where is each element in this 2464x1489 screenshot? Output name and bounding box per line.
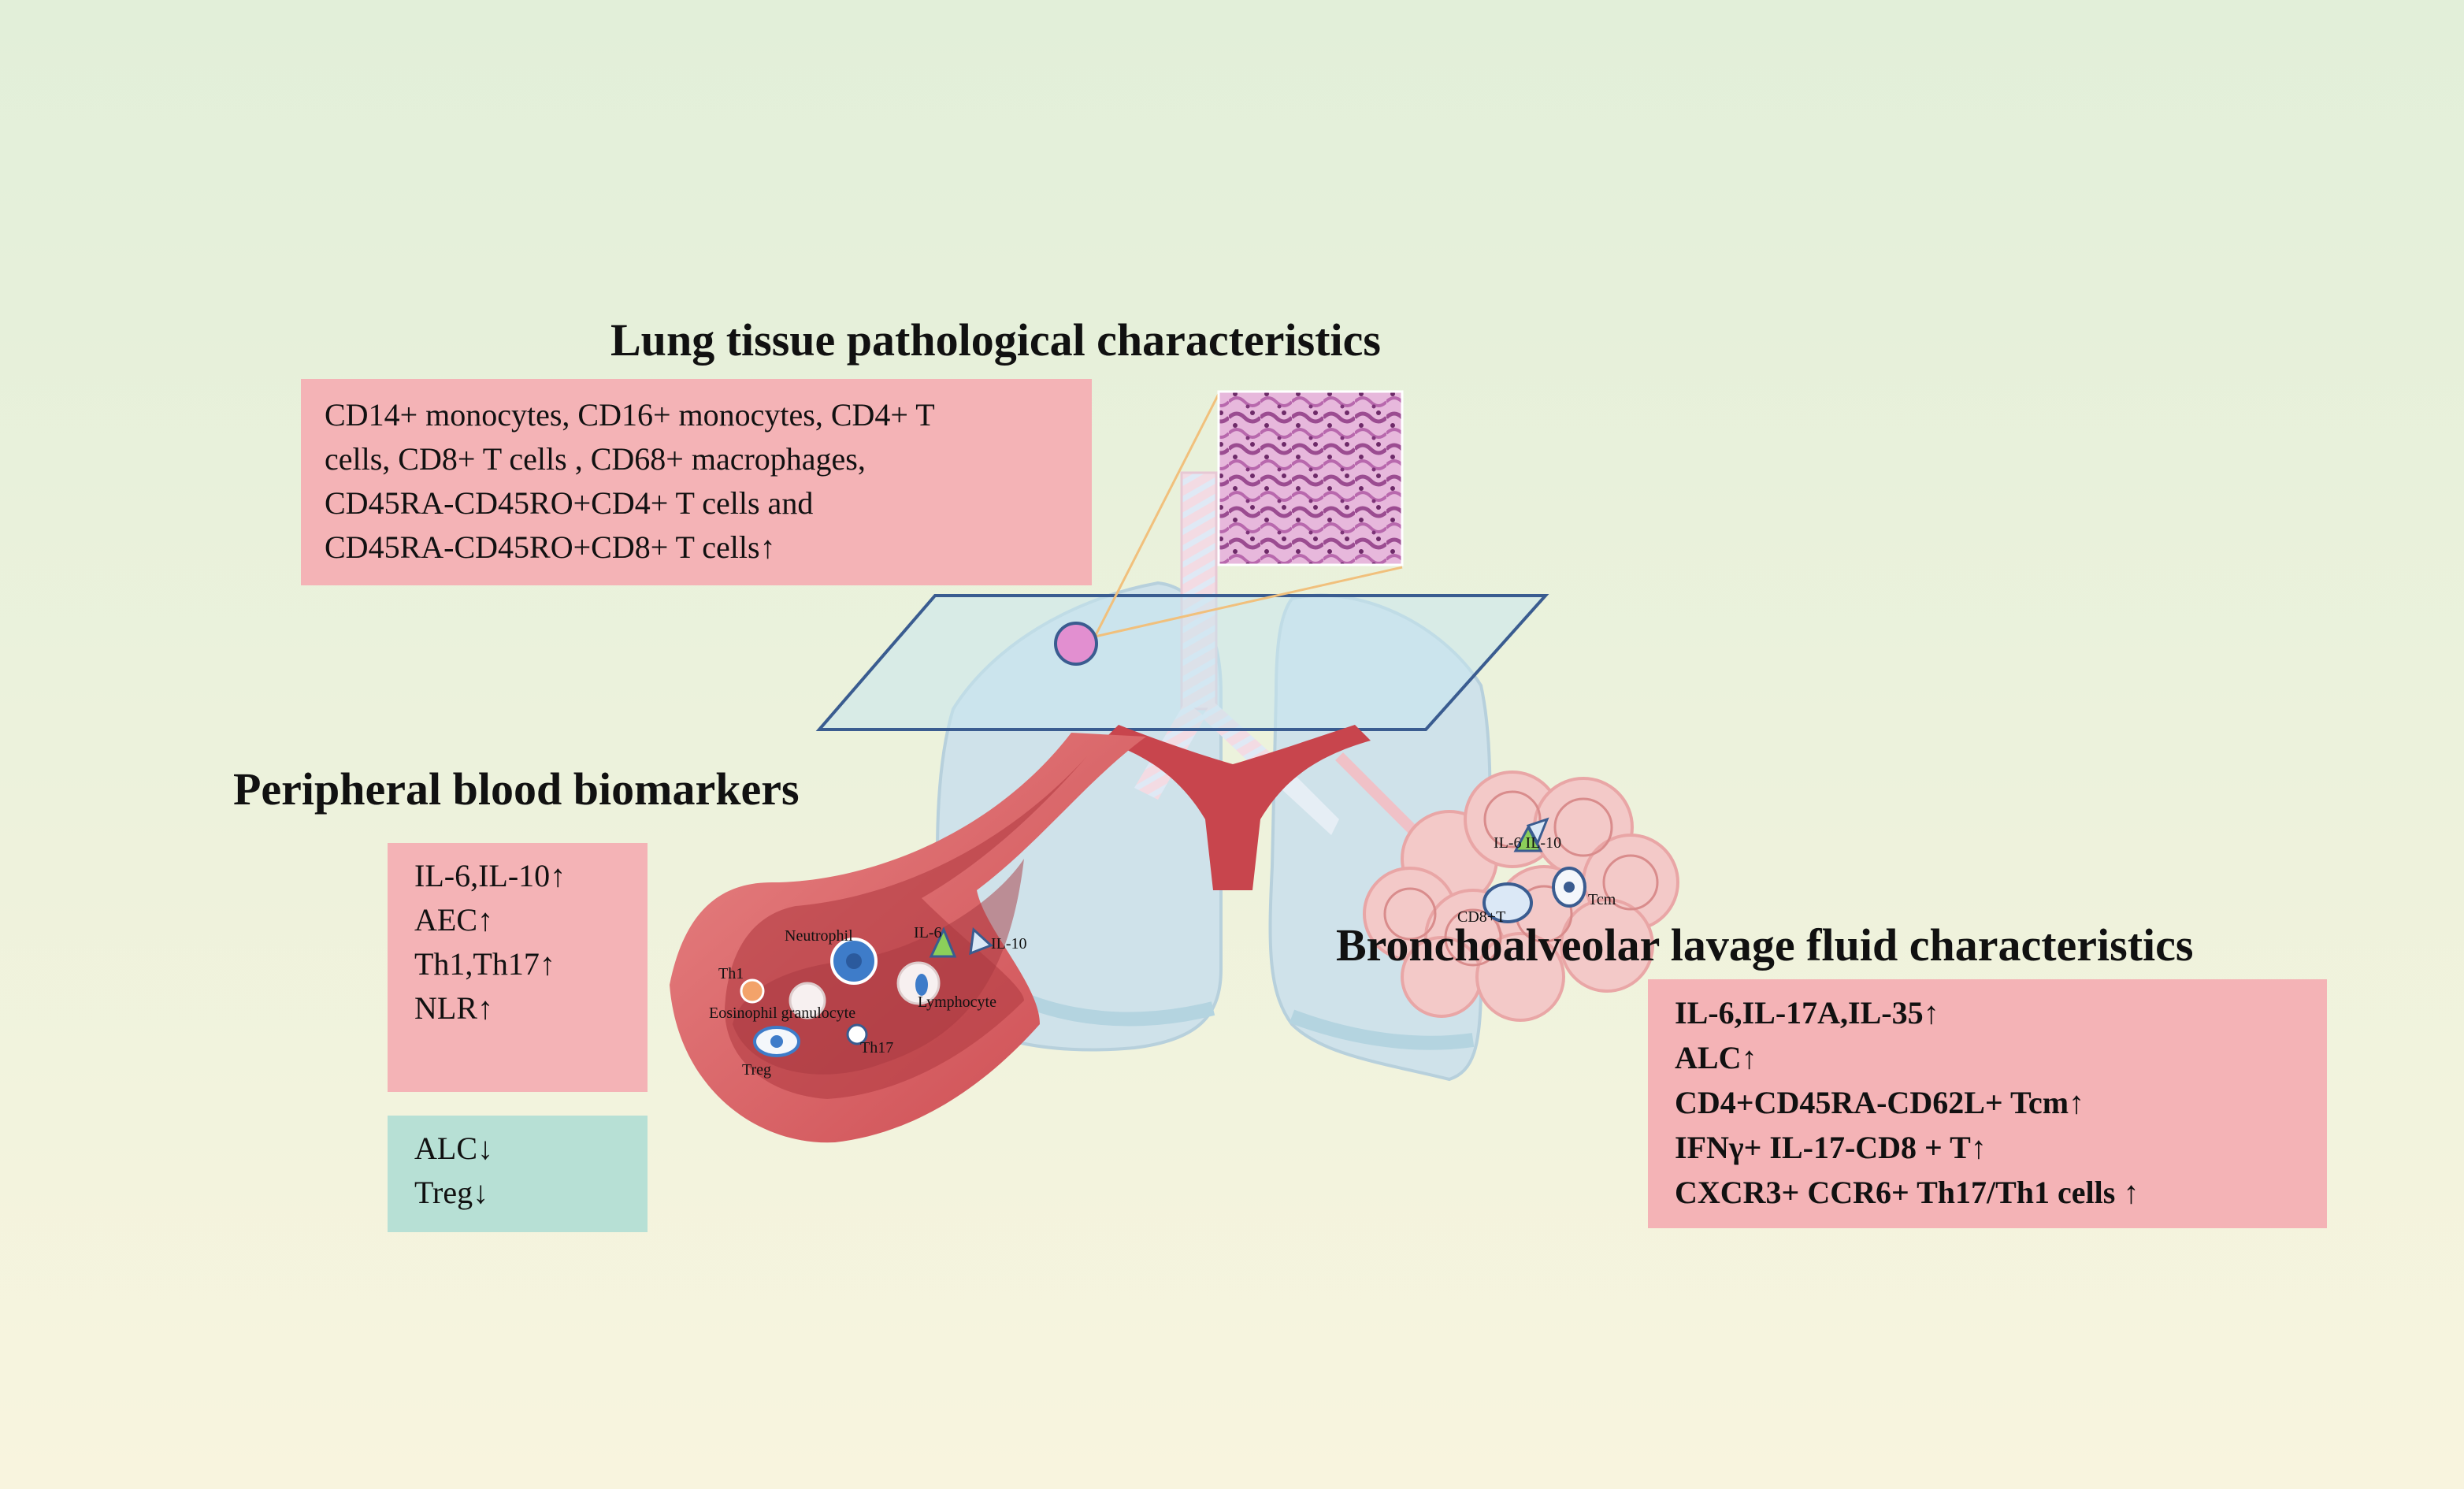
lung-tissue-line: CD45RA-CD45RO+CD4+ T cells and (325, 485, 814, 521)
th1-label: Th1 (718, 965, 744, 982)
blood-decreased-line: ALC↓ (414, 1131, 493, 1166)
blood-increased-line: NLR↑ (414, 990, 493, 1026)
th17-label: Th17 (860, 1039, 893, 1056)
lung-tissue-box: CD14+ monocytes, CD16+ monocytes, CD4+ T… (301, 379, 1092, 585)
blood-increased-line: AEC↑ (414, 902, 493, 938)
histology-image (1217, 390, 1404, 566)
blood-increased-line: IL-6,IL-10↑ (414, 858, 566, 893)
section-plane (815, 393, 1549, 731)
il6-label: IL-6 (914, 924, 942, 941)
balf-line: ALC↑ (1675, 1040, 1757, 1075)
eosinophil-label: Eosinophil granulocyte (709, 1004, 855, 1022)
peripheral-blood-increased-box: IL-6,IL-10↑ AEC↑ Th1,Th17↑ NLR↑ (388, 843, 648, 1092)
lung-tissue-line: cells, CD8+ T cells , CD68+ macrophages, (325, 441, 866, 477)
blood-vessel-icon (670, 733, 1146, 1143)
balf-title: Bronchoalveolar lavage fluid characteris… (1336, 919, 2194, 971)
alveoli-icon (1335, 752, 1679, 1022)
peripheral-blood-decreased-box: ALC↓ Treg↓ (388, 1116, 648, 1232)
lung-tissue-line: CD45RA-CD45RO+CD8+ T cells↑ (325, 529, 776, 565)
neutrophil-label: Neutrophil (785, 927, 853, 945)
il6-il10-alveoli-label: IL-6 IL-10 (1494, 834, 1561, 852)
il10-label: IL-10 (991, 935, 1027, 952)
balf-box: IL-6,IL-17A,IL-35↑ ALC↑ CD4+CD45RA-CD62L… (1648, 979, 2327, 1228)
tcm-label: Tcm (1588, 891, 1616, 908)
lymphocyte-label: Lymphocyte (918, 993, 996, 1011)
balf-line: IFNγ+ IL-17-CD8 + T↑ (1675, 1130, 1987, 1165)
peripheral-blood-title: Peripheral blood biomarkers (233, 763, 800, 815)
blood-increased-line: Th1,Th17↑ (414, 946, 555, 982)
blood-decreased-line: Treg↓ (414, 1175, 489, 1210)
balf-line: CXCR3+ CCR6+ Th17/Th1 cells ↑ (1675, 1175, 2139, 1210)
balf-line: IL-6,IL-17A,IL-35↑ (1675, 995, 1939, 1030)
balf-line: CD4+CD45RA-CD62L+ Tcm↑ (1675, 1085, 2085, 1120)
lung-tissue-line: CD14+ monocytes, CD16+ monocytes, CD4+ T (325, 397, 935, 433)
lung-tissue-title: Lung tissue pathological characteristics (610, 314, 1381, 366)
treg-label: Treg (742, 1061, 771, 1079)
cd8-label: CD8+T (1457, 908, 1505, 926)
